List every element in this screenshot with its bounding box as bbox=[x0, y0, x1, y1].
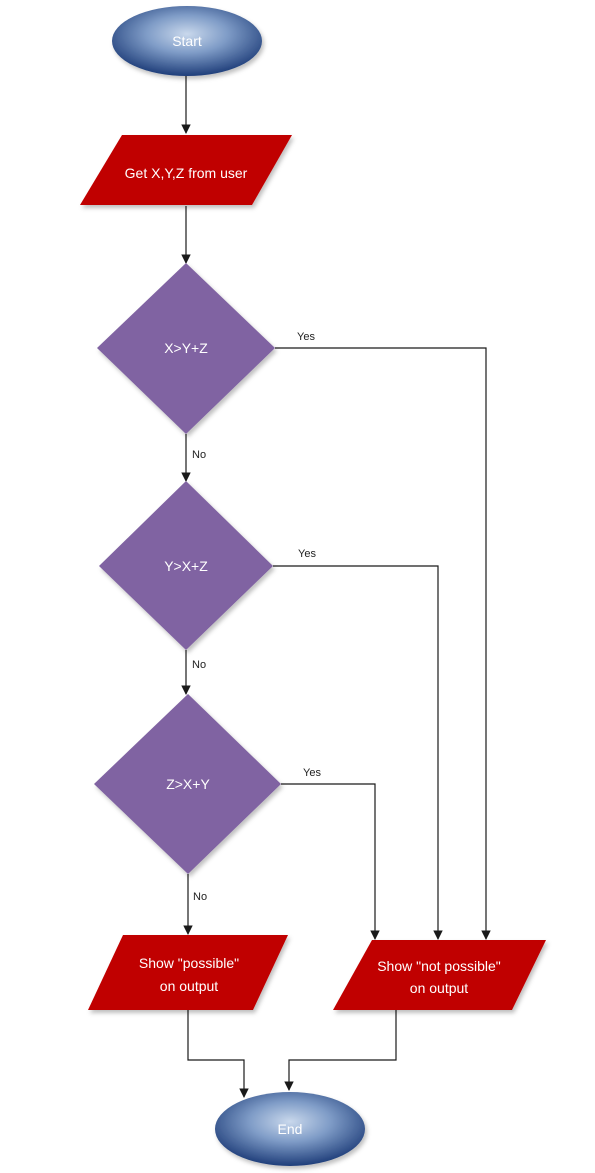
possible-label-line2: on output bbox=[160, 978, 218, 994]
label-decision1-yes: Yes bbox=[297, 331, 315, 343]
end-node: End bbox=[215, 1092, 365, 1166]
not-possible-parallelogram bbox=[333, 940, 546, 1010]
start-node: Start bbox=[112, 6, 262, 76]
label-decision1-no: No bbox=[192, 449, 206, 461]
label-decision2-no: No bbox=[192, 659, 206, 671]
possible-node: Show "possible" on output bbox=[88, 935, 288, 1010]
edge-decision2-yes bbox=[273, 565, 443, 940]
not-possible-node: Show "not possible" on output bbox=[333, 940, 546, 1010]
input-node: Get X,Y,Z from user bbox=[80, 135, 292, 205]
label-decision2-yes: Yes bbox=[298, 548, 316, 560]
possible-parallelogram bbox=[88, 935, 288, 1010]
start-label: Start bbox=[172, 33, 202, 49]
input-label: Get X,Y,Z from user bbox=[125, 165, 248, 181]
end-ellipse bbox=[215, 1092, 365, 1166]
edge-decision1-yes bbox=[275, 347, 491, 940]
decision3-label: Z>X+Y bbox=[166, 776, 210, 792]
decision2-diamond bbox=[99, 481, 273, 650]
decision1-node: X>Y+Z bbox=[97, 263, 275, 434]
edge-decision3-yes bbox=[281, 783, 380, 940]
edge-possible-to-end bbox=[187, 1010, 249, 1098]
edges bbox=[181, 76, 491, 1098]
decision2-label: Y>X+Z bbox=[164, 558, 208, 574]
edge-labels: Yes No Yes No Yes No bbox=[192, 331, 321, 903]
possible-label-line1: Show "possible" bbox=[139, 955, 239, 971]
not-possible-label-line2: on output bbox=[410, 980, 468, 996]
decision3-node: Z>X+Y bbox=[94, 694, 281, 874]
decision1-diamond bbox=[97, 263, 275, 434]
start-ellipse bbox=[112, 6, 262, 76]
label-decision3-no: No bbox=[193, 891, 207, 903]
end-label: End bbox=[278, 1121, 303, 1137]
decision3-diamond bbox=[94, 694, 281, 874]
decision2-node: Y>X+Z bbox=[99, 481, 273, 650]
decision1-label: X>Y+Z bbox=[164, 340, 208, 356]
not-possible-label-line1: Show "not possible" bbox=[377, 958, 501, 974]
input-parallelogram bbox=[80, 135, 292, 205]
edge-not-possible-to-end bbox=[284, 1010, 397, 1091]
label-decision3-yes: Yes bbox=[303, 767, 321, 779]
